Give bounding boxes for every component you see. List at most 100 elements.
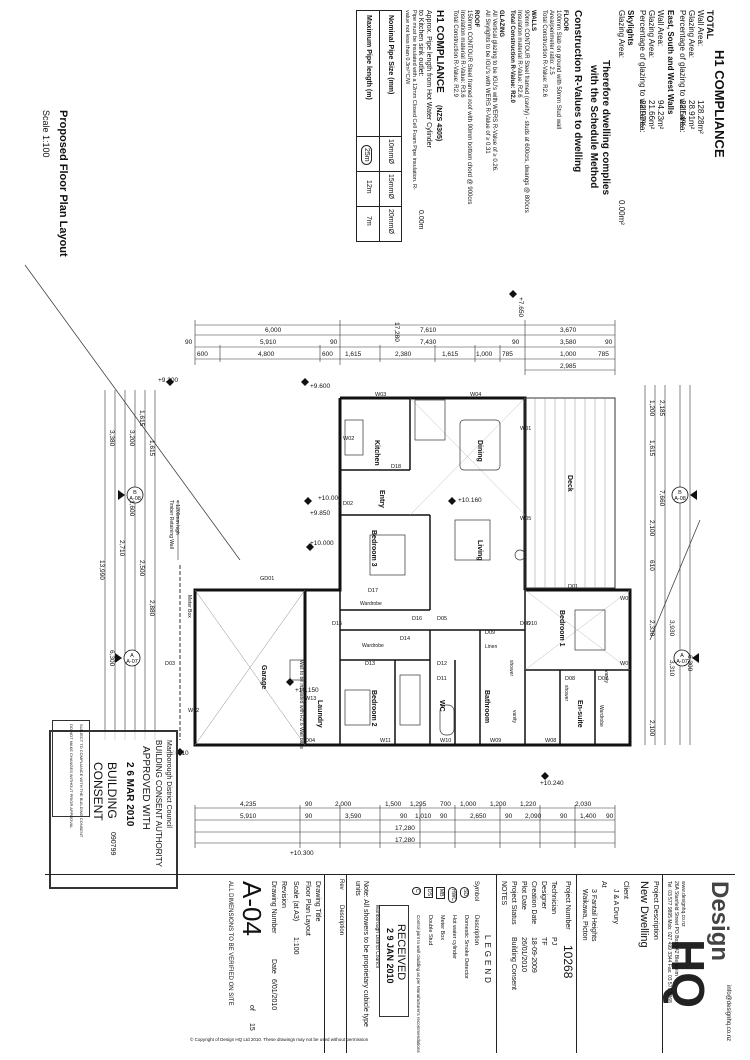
- revision-label: Revision: [280, 881, 287, 908]
- dim-top-600b: 600: [322, 351, 333, 358]
- room-bedroom1: Bedroom 1: [558, 610, 565, 647]
- room-shower-2: shower: [563, 685, 569, 701]
- dim-bot-700: 700: [440, 801, 451, 808]
- rl-10000b: +10.000: [310, 540, 334, 547]
- logo-address2: Tel: 03 577 9895 Mob: 027 499 3344 Fax: …: [666, 881, 672, 1003]
- room-bathroom: Bathroom: [483, 690, 490, 723]
- room-bedroom3: Bedroom 3: [370, 530, 377, 567]
- council-note1: SUBJECT TO COMPLIANCE WITH THE BUILDING …: [79, 724, 84, 838]
- opening-w12: W12: [188, 708, 199, 714]
- date-label: Date: [270, 959, 277, 974]
- received-stamp: RECEIVED 2 9 JAN 2010: [379, 905, 409, 1017]
- room-wardrobe-1: Wardrobe: [360, 601, 382, 607]
- rl-10150: +10.150: [295, 687, 319, 694]
- meter-box-label: Meter Box: [186, 595, 192, 618]
- council-line1: BUILDING CONSENT AUTHORITY: [154, 740, 163, 867]
- opening-d15: D15: [332, 621, 342, 627]
- room-ensuite: En-suite: [576, 700, 583, 728]
- dim-left-3200: 3,200: [128, 430, 135, 447]
- project-description-label: Project Description: [652, 881, 659, 940]
- dim-bot2-90f: 90: [606, 813, 614, 820]
- room-dining: Dining: [476, 440, 483, 462]
- drawing-title-value: Floor Plan Layout: [304, 881, 311, 936]
- section-a-left-sheet: A-07: [126, 659, 138, 665]
- dim-left-1615a: 1,615: [138, 410, 145, 427]
- section-a-right: A: [680, 653, 684, 659]
- dim-overall-top: 17,280: [393, 322, 400, 342]
- opening-d10: D10: [527, 621, 537, 627]
- dim-bot2-90a: 90: [305, 813, 313, 820]
- project-status-value: Building Consent: [510, 937, 517, 990]
- opening-w13: W13: [305, 696, 316, 702]
- opening-w10: W10: [440, 738, 451, 744]
- received-title: RECEIVED: [395, 924, 407, 981]
- legend-sym-4: C: [412, 887, 421, 895]
- room-wardrobe-3: Wardrobe: [598, 705, 604, 727]
- dim-bot-1295: 1,295: [410, 801, 427, 808]
- dim-top-785b: 785: [598, 351, 609, 358]
- legend-desc-1: Hot water cylinder: [451, 915, 457, 960]
- opening-w08: W08: [545, 738, 556, 744]
- dim-right-7660: 7,660: [658, 490, 665, 507]
- logo-email: info@designhq.co.nz: [725, 985, 731, 1042]
- legend-sym-3: DS: [424, 887, 433, 898]
- room-entry: Entry: [378, 490, 385, 508]
- section-b-right: B: [678, 490, 682, 496]
- dim-bot2-1400: 1,400: [580, 813, 597, 820]
- council-consent-label: BUILDING: [105, 762, 119, 819]
- rl-7650: +7.650: [517, 297, 524, 317]
- council-date: 2 6 MAR 2010: [124, 762, 135, 827]
- opening-d05: D05: [437, 616, 447, 622]
- council-note2: DO NOT MAKE CHANGES WITHOUT PRIOR APPROV…: [69, 724, 74, 829]
- laundry-note: Wall to be insulated with R2.6 Wall batt…: [298, 660, 304, 749]
- dim-bot-1000: 1,000: [460, 801, 477, 808]
- dim-top-6000: 6,000: [265, 327, 282, 334]
- opening-gd01: GD01: [260, 576, 274, 582]
- rl-9850: +9.850: [310, 510, 330, 517]
- room-deck: Deck: [566, 475, 573, 492]
- dim-bot2-2090: 2,090: [525, 813, 542, 820]
- dim-left-2710: 2,710: [118, 540, 125, 557]
- section-b-left: B: [133, 490, 137, 496]
- dim-top-1615a: 1,615: [345, 351, 362, 358]
- dim-bot2-1010: 1,010: [415, 813, 432, 820]
- dim-top-3580: 3,580: [560, 339, 577, 346]
- opening-w07: W07: [620, 661, 631, 667]
- project-number: 10268: [561, 945, 575, 979]
- of-label: of: [248, 1005, 255, 1011]
- dim-left-1600: 1,600: [128, 500, 135, 517]
- dim-top-90b: 90: [330, 339, 338, 346]
- rev-desc-label: Description: [338, 905, 344, 936]
- copyright: © Copyright of Design HQ Ltd 2010. These…: [190, 1037, 369, 1042]
- dim-bot2-90e: 90: [560, 813, 568, 820]
- dim-bot-4235: 4,235: [240, 801, 257, 808]
- room-wardrobe-2: Wardrobe: [362, 643, 384, 649]
- dim-right-610: 610: [648, 560, 655, 571]
- council-note-box: SUBJECT TO COMPLIANCE WITH THE BUILDING …: [52, 720, 90, 837]
- dim-left-2880: 2,880: [148, 600, 155, 617]
- room-bedroom2: Bedroom 2: [370, 690, 377, 727]
- dim-right-3310: 3,310: [668, 660, 675, 677]
- section-b-right-sheet: A-08: [674, 496, 686, 502]
- dim-bot2-2650: 2,650: [470, 813, 487, 820]
- opening-d02: D02: [343, 501, 353, 507]
- dim-bot-2030: 2,030: [575, 801, 592, 808]
- opening-d09: D09: [485, 630, 495, 636]
- dim-left-overall: 13,990: [98, 560, 105, 580]
- opening-d17: D17: [368, 588, 378, 594]
- dim-top-2985: 2,985: [560, 363, 577, 370]
- opening-d12: D12: [437, 661, 447, 667]
- dim-top-90a: 90: [185, 339, 193, 346]
- opening-d13: D13: [365, 661, 375, 667]
- dim-top-90c: 90: [512, 339, 520, 346]
- opening-w11: W11: [380, 738, 391, 744]
- project-number-label: Project Number: [564, 881, 571, 930]
- opening-d18: D18: [391, 464, 401, 470]
- dim-bot-2000: 2,000: [335, 801, 352, 808]
- dim-right-1615: 1,615: [648, 440, 655, 457]
- client-value: J & A Drury: [612, 889, 619, 925]
- legend-desc-4: Control joint to wall cladding as per Ma…: [416, 915, 421, 1053]
- opening-w09: W09: [490, 738, 501, 744]
- rl-9300: +9.300: [158, 377, 178, 384]
